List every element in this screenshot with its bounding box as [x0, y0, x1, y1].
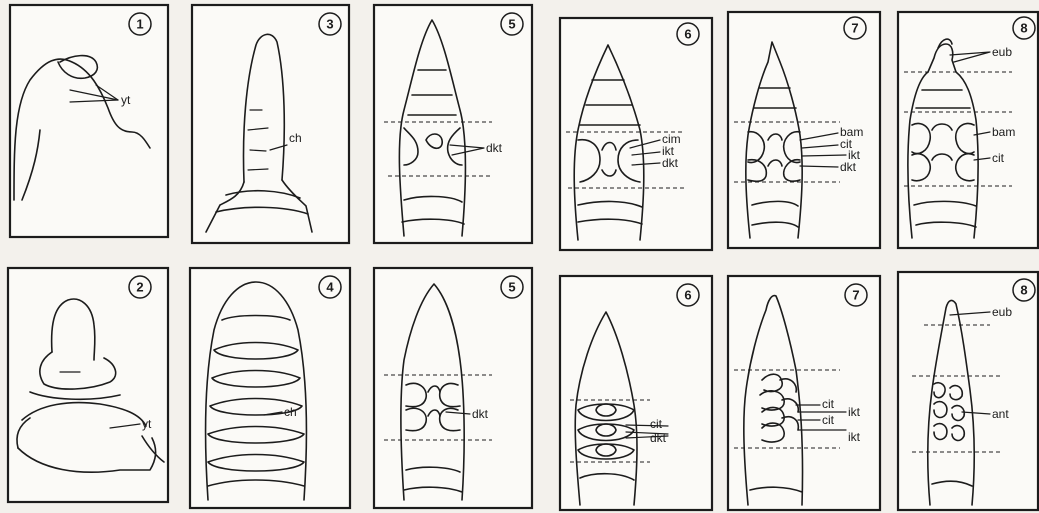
- stage-number: 5: [508, 280, 515, 295]
- label-eub: eub: [992, 45, 1012, 59]
- panel-stage-6b: 6 cit dkt: [560, 276, 712, 510]
- panel-frame: [190, 268, 350, 508]
- label-dkt: dkt: [486, 141, 503, 155]
- stage-number: 2: [136, 280, 143, 295]
- stage-badge: 8: [1013, 279, 1035, 301]
- stage-number: 7: [852, 288, 859, 303]
- stage-number: 8: [1020, 21, 1027, 36]
- stage-badge: 3: [319, 13, 341, 35]
- stage-badge: 2: [129, 276, 151, 298]
- label-yt: yt: [142, 417, 152, 431]
- stage-number: 8: [1020, 283, 1027, 298]
- label-dkt: dkt: [472, 407, 489, 421]
- stage-number: 1: [136, 17, 143, 32]
- stage-badge: 5: [501, 276, 523, 298]
- stage-badge: 5: [501, 13, 523, 35]
- panel-stage-5b: 5 dkt: [374, 268, 532, 508]
- label-ch: ch: [289, 131, 302, 145]
- label-ch: ch: [284, 405, 297, 419]
- stage-badge: 1: [129, 13, 151, 35]
- panel-stage-5: 5 dkt: [374, 5, 532, 243]
- label-ant: ant: [992, 407, 1009, 421]
- panel-frame: [898, 12, 1038, 248]
- panel-frame: [560, 18, 712, 250]
- label-eub: eub: [992, 305, 1012, 319]
- stage-badge: 7: [845, 284, 867, 306]
- panel-stage-8b: 8 eub ant: [898, 272, 1038, 510]
- stage-badge: 8: [1013, 17, 1035, 39]
- label-dkt: dkt: [650, 431, 667, 445]
- panel-stage-2: 2 yt: [8, 268, 168, 502]
- label-cit: cit: [822, 413, 835, 427]
- panel-frame: [898, 272, 1038, 510]
- stage-badge: 6: [677, 284, 699, 306]
- panel-stage-6: 6 cim ikt dkt: [560, 18, 712, 250]
- panel-frame: [10, 5, 168, 237]
- label-bam: bam: [992, 125, 1015, 139]
- label-ikt: ikt: [848, 405, 861, 419]
- label-yt: yt: [121, 93, 131, 107]
- panel-stage-4: 4 ch: [190, 268, 350, 508]
- stage-badge: 7: [844, 17, 866, 39]
- label-cit: cit: [992, 151, 1005, 165]
- stage-number: 6: [684, 27, 691, 42]
- panel-stage-1: 1 yt: [10, 5, 168, 237]
- panel-frame: [374, 268, 532, 508]
- label-cit: cit: [650, 417, 663, 431]
- label-dkt: dkt: [840, 160, 857, 174]
- label-dkt: dkt: [662, 156, 679, 170]
- stage-badge: 4: [319, 276, 341, 298]
- stage-number: 4: [326, 280, 334, 295]
- panel-stage-7: 7 bam cit ikt dkt: [728, 12, 880, 248]
- panel-stage-3: 3 ch: [192, 5, 349, 243]
- panel-frame: [374, 5, 532, 243]
- panel-frame: [728, 276, 880, 510]
- label-cit: cit: [822, 397, 835, 411]
- stage-number: 5: [508, 17, 515, 32]
- stage-number: 7: [851, 21, 858, 36]
- stage-number: 3: [326, 17, 333, 32]
- stage-number: 6: [684, 288, 691, 303]
- panel-stage-8: 8 eub bam cit: [898, 12, 1038, 248]
- label-ikt: ikt: [848, 430, 861, 444]
- stage-badge: 6: [677, 23, 699, 45]
- panel-stage-7b: 7 cit ikt cit ikt: [728, 276, 880, 510]
- panel-frame: [8, 268, 168, 502]
